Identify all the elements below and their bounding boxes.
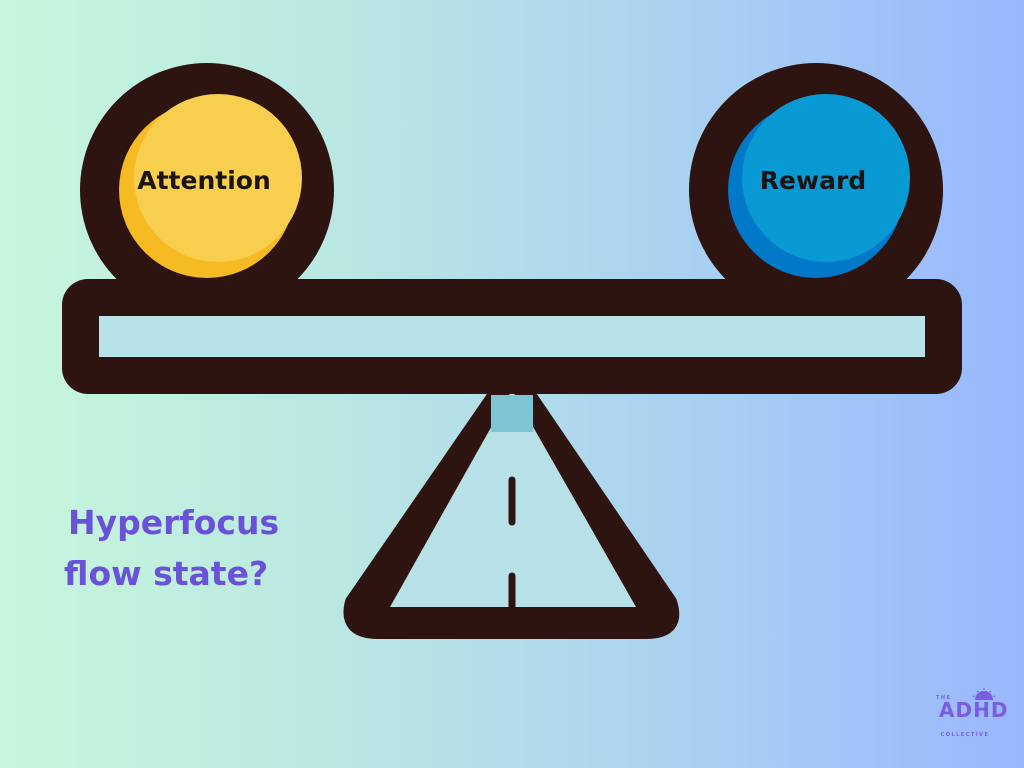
fulcrum	[343, 363, 680, 639]
logo-main-text: ADHD	[939, 698, 1009, 722]
sunrise-icon	[972, 688, 996, 700]
caption-line-1: Hyperfocus	[68, 503, 280, 542]
reward-label: Reward	[759, 166, 867, 195]
caption-line-2: flow state?	[64, 554, 269, 593]
attention-ball	[80, 63, 334, 317]
logo-bottom-text: COLLECTIVE	[940, 732, 990, 738]
reward-ball	[689, 63, 943, 317]
seesaw-beam	[62, 279, 962, 394]
attention-label: Attention	[137, 166, 271, 195]
logo-top-text: THE	[936, 695, 952, 701]
adhd-collective-logo: THE ADHD COLLECTIVE	[930, 688, 1009, 740]
